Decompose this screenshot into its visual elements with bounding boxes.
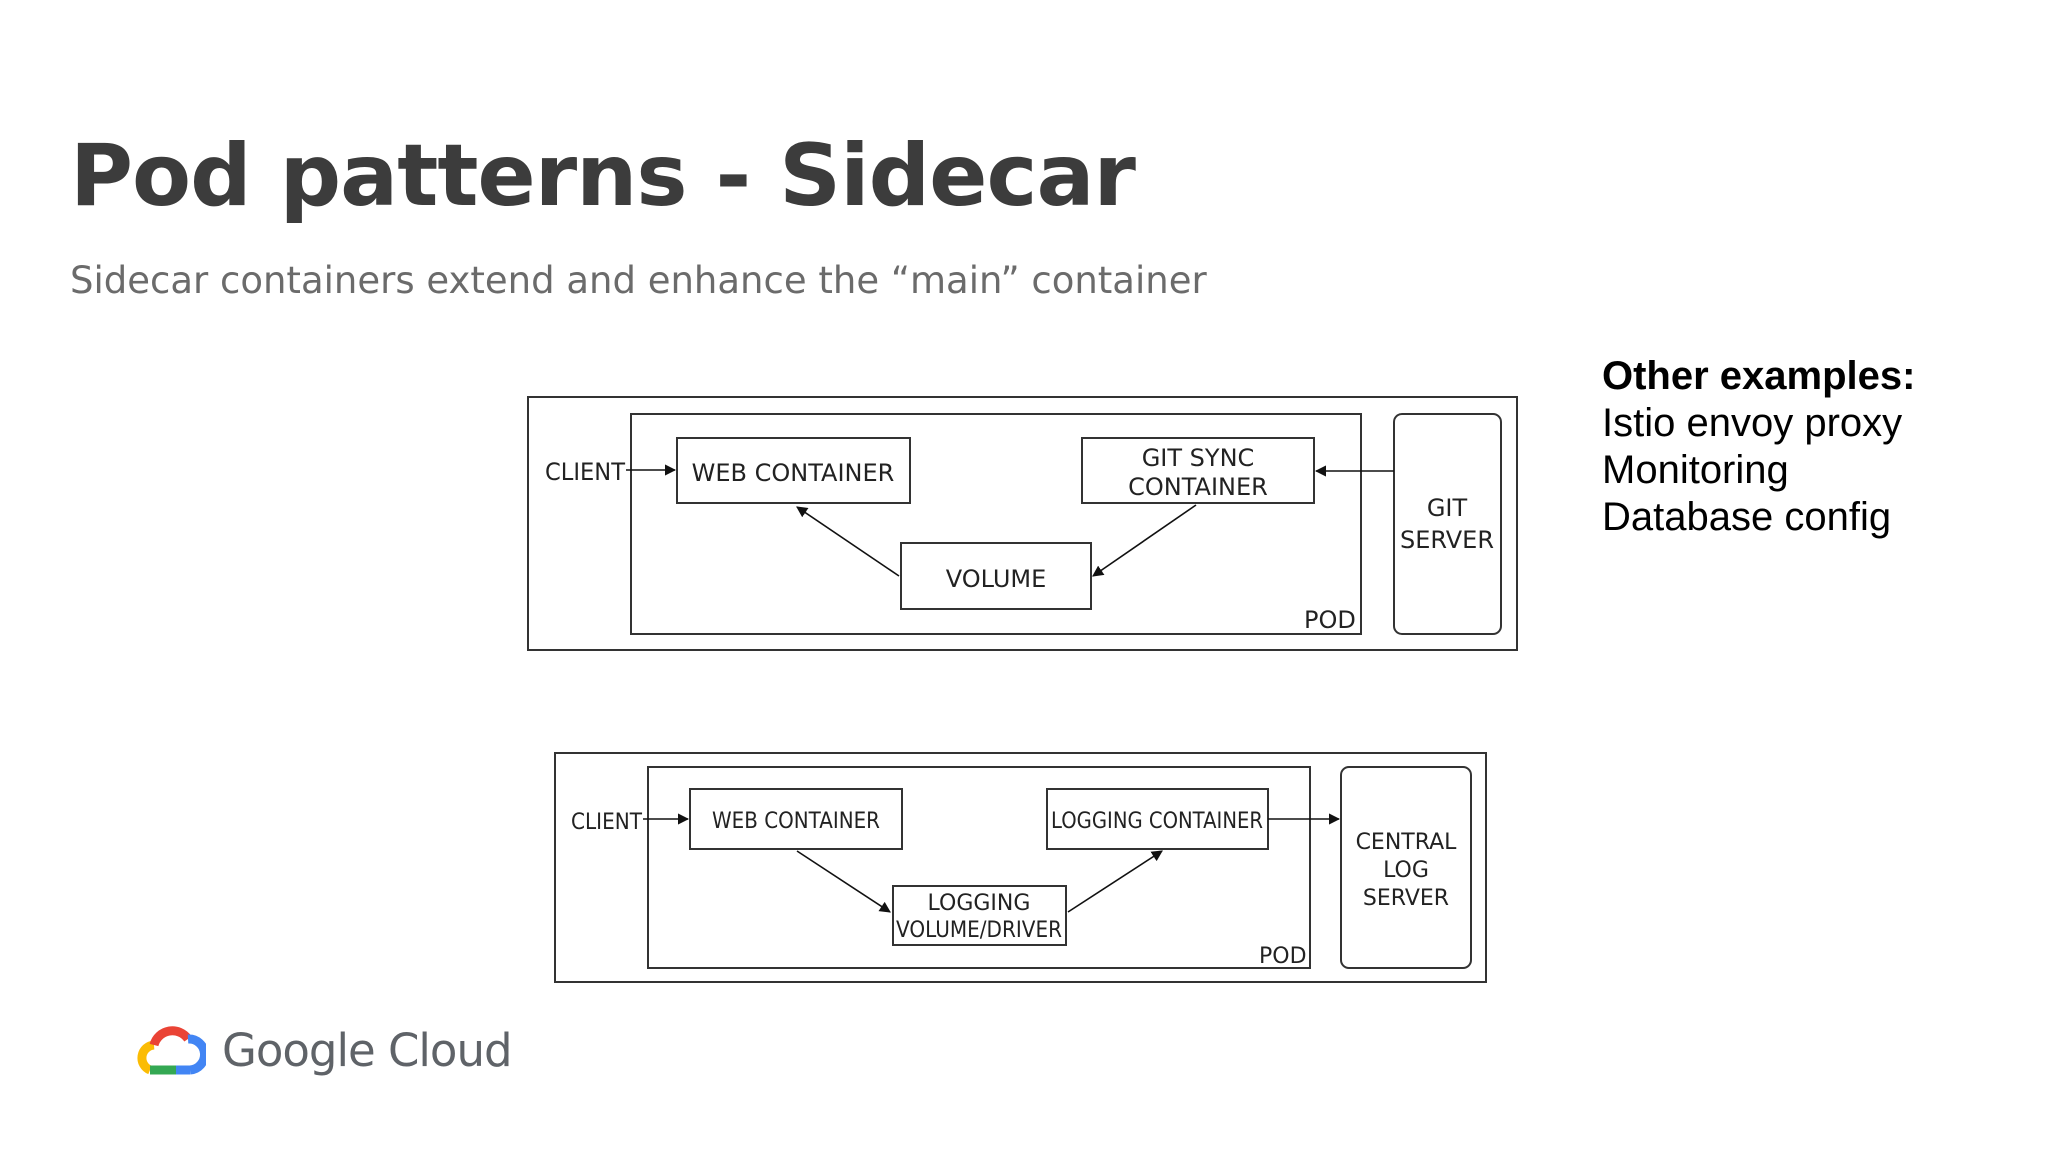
git-sync-label-line1: GIT SYNC [1142, 444, 1255, 472]
logging-container-label: LOGGING CONTAINER [1051, 809, 1263, 834]
example-item: Monitoring [1602, 448, 1789, 492]
web-container-label: WEB CONTAINER [712, 809, 880, 834]
git-server-box [1393, 413, 1502, 635]
outer-frame [527, 396, 1518, 651]
other-examples: Other examples: Istio envoy proxy Monito… [1602, 352, 1915, 541]
slide-title: Pod patterns - Sidecar [70, 126, 1136, 226]
google-cloud-icon [137, 1026, 206, 1075]
pod-label: POD [1304, 606, 1356, 634]
other-examples-list: Istio envoy proxy Monitoring Database co… [1602, 400, 1915, 541]
pod-label: POD [1259, 944, 1307, 969]
slide-subtitle: Sidecar containers extend and enhance th… [70, 259, 1207, 302]
git-server-label-line1: GIT [1427, 494, 1468, 522]
logging-volume-label-line2: VOLUME/DRIVER [896, 918, 1062, 943]
git-server-label-line2: SERVER [1400, 526, 1494, 554]
client-label: CLIENT [545, 458, 625, 486]
log-server-label-line3: SERVER [1363, 886, 1449, 911]
client-label: CLIENT [571, 810, 643, 835]
web-container-box [676, 437, 911, 504]
pod-box [630, 413, 1362, 635]
other-examples-heading: Other examples: [1602, 354, 1916, 398]
web-to-volume-arrow [796, 850, 891, 913]
log-server-label-line2: LOG [1383, 858, 1429, 883]
pod-box [647, 766, 1311, 969]
outer-frame [554, 752, 1487, 983]
google-cloud-logo: Google Cloud [136, 1020, 516, 1086]
sync-to-volume-arrow [1092, 504, 1197, 577]
volume-to-web-arrow [796, 506, 900, 577]
example-item: Istio envoy proxy [1602, 401, 1903, 445]
web-container-box [689, 788, 903, 850]
web-container-label: WEB CONTAINER [692, 459, 895, 487]
volume-to-logging-arrow [1067, 850, 1163, 913]
log-server-box [1340, 766, 1472, 969]
logging-volume-label-line1: LOGGING [928, 891, 1031, 916]
git-sync-label-line2: CONTAINER [1128, 473, 1268, 501]
google-cloud-wordmark: Google Cloud [222, 1024, 513, 1077]
git-sync-container-box [1081, 437, 1315, 504]
log-server-label-line1: CENTRAL [1356, 830, 1458, 855]
volume-box [900, 542, 1092, 610]
logging-volume-box [892, 885, 1067, 946]
volume-label: VOLUME [946, 565, 1047, 593]
example-item: Database config [1602, 495, 1892, 539]
